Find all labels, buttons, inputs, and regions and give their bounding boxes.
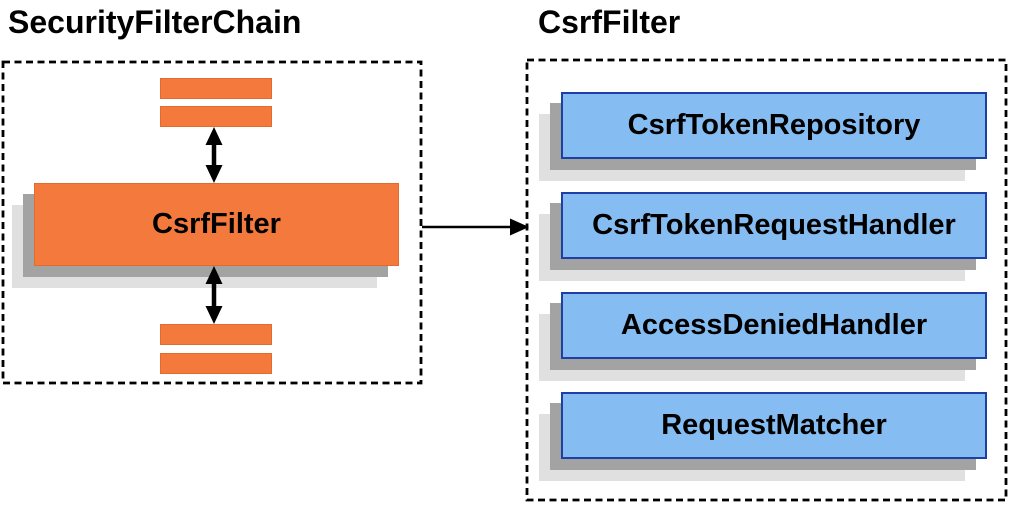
bidirectional-arrow-top <box>205 127 223 183</box>
bidirectional-arrow-bottom <box>205 266 223 324</box>
filter-bar-bottom-1 <box>160 324 272 345</box>
csrf-filter-link-arrow <box>422 218 529 236</box>
filter-bar-top-2 <box>160 106 272 127</box>
component-box-csrf-token-request-handler: CsrfTokenRequestHandler <box>561 192 987 259</box>
component-box-access-denied-handler: AccessDeniedHandler <box>561 292 987 359</box>
csrf-filter-node: CsrfFilter <box>34 183 399 266</box>
component-box-request-matcher: RequestMatcher <box>561 392 987 459</box>
csrf-filter-title: CsrfFilter <box>538 4 681 40</box>
component-box-csrf-token-repository: CsrfTokenRepository <box>561 92 987 159</box>
filter-bar-bottom-2 <box>160 353 272 374</box>
security-filter-chain-title: SecurityFilterChain <box>8 4 302 40</box>
filter-bar-top-1 <box>160 78 272 99</box>
